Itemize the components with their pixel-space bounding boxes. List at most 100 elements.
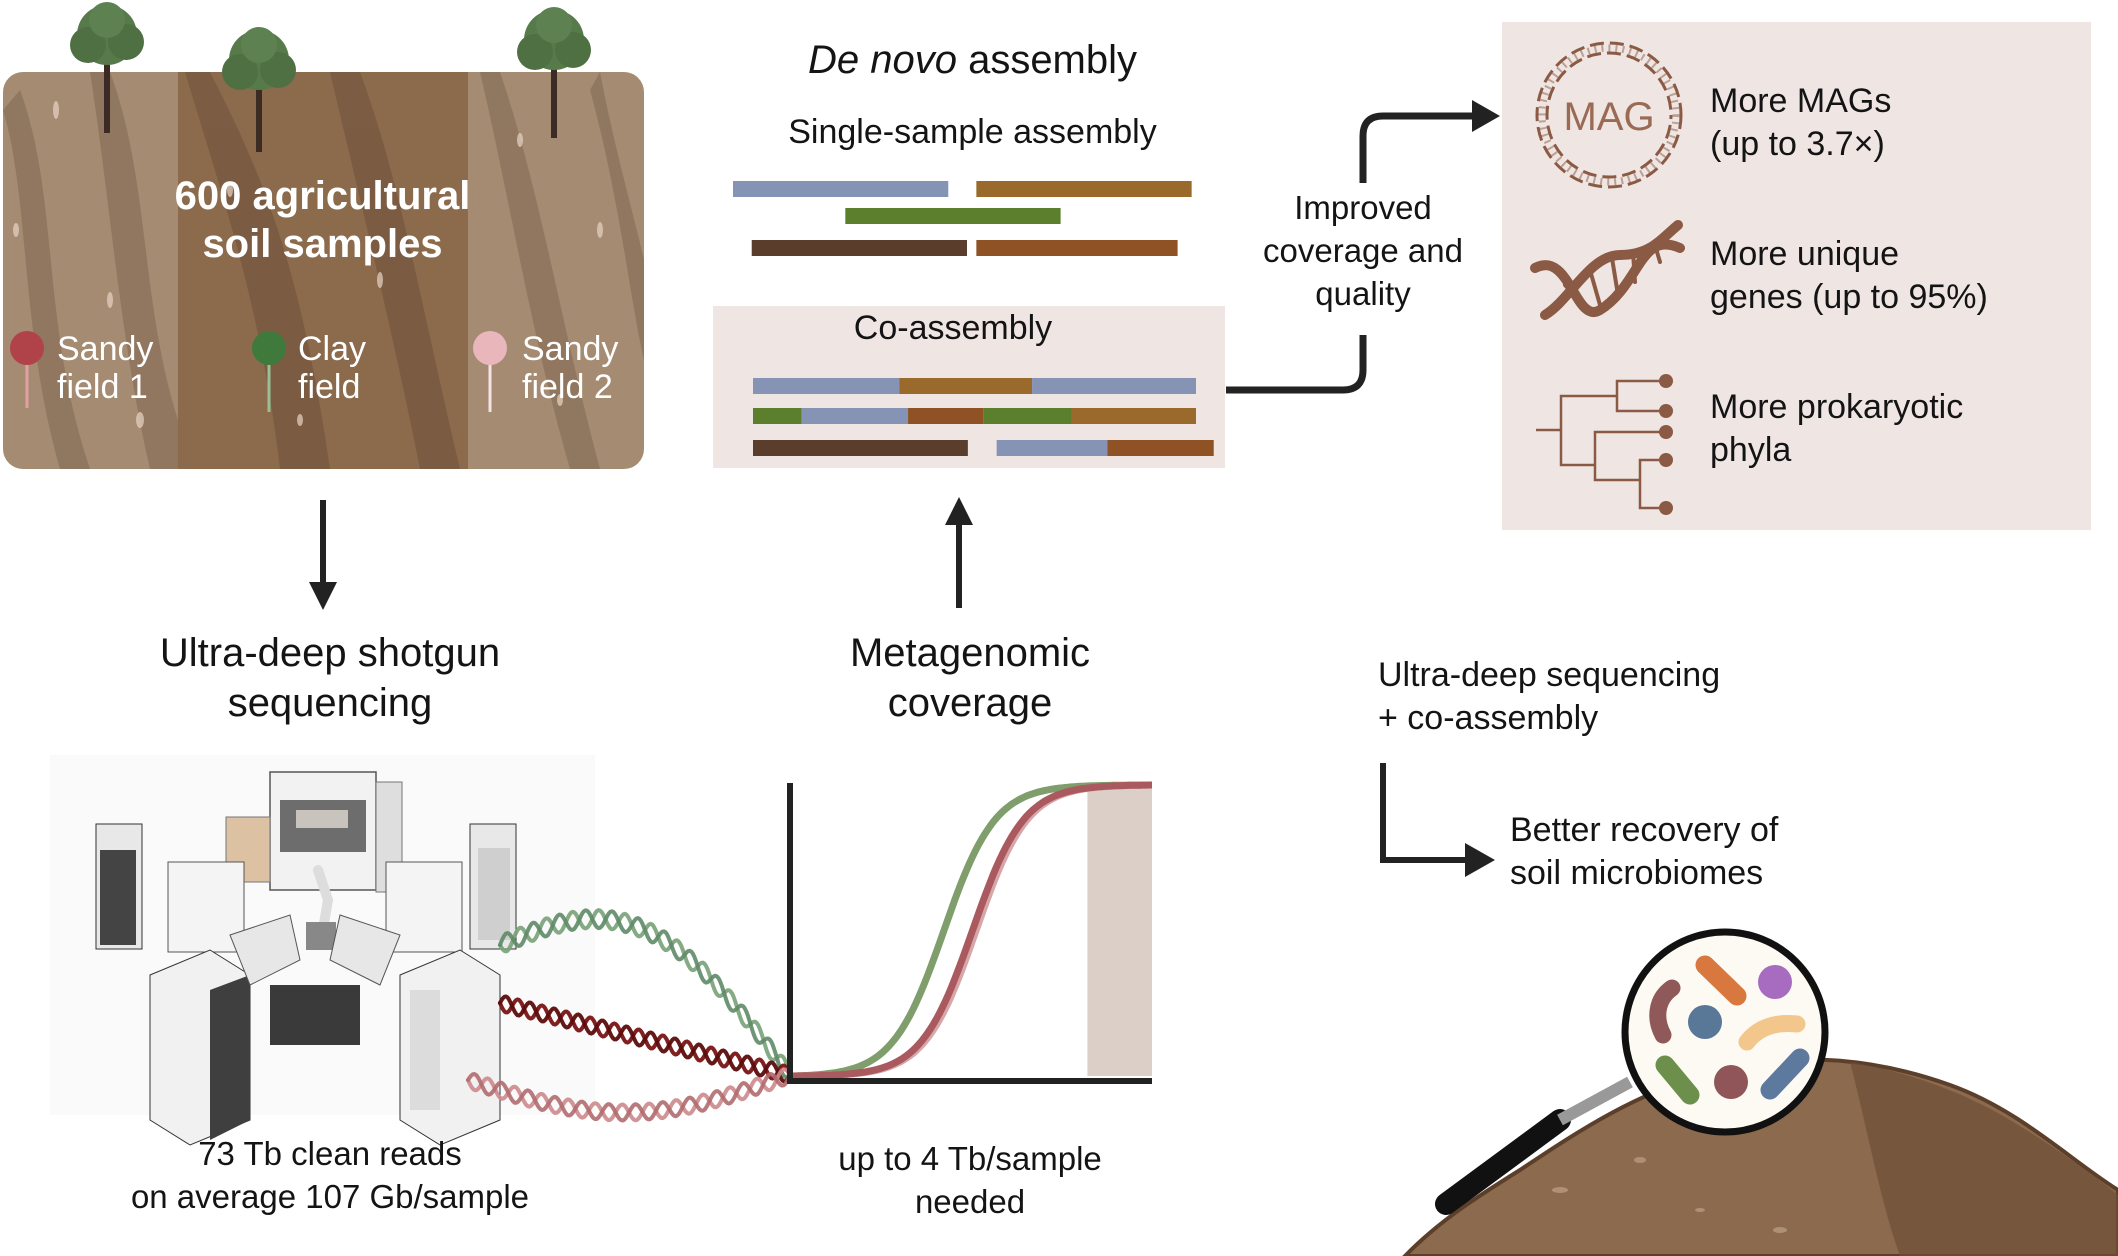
contig-segment-rust [908, 408, 984, 424]
outcome-mags: More MAGs (up to 3.7×) [1710, 80, 1891, 166]
tree-icon [517, 7, 591, 138]
outcome-line-2: genes (up to 95%) [1710, 278, 1988, 316]
assembly-title-rest: assembly [956, 38, 1138, 82]
outcomes-panel [1502, 22, 2091, 530]
coverage-curve-sandy-field-1 [793, 781, 1152, 1080]
contig-segment-blue [1032, 378, 1196, 394]
field-label-line-2: field 1 [57, 368, 148, 406]
coverage-title-line-1: Metagenomic [849, 631, 1091, 675]
coverage-chart [787, 781, 1152, 1084]
outcome-phyla: More prokaryotic phyla [1710, 386, 1963, 472]
arrow-soil-to-sequencing [309, 500, 337, 610]
field-label-line-2: field 2 [522, 368, 613, 406]
map-pin-icon [473, 331, 507, 412]
contig-segment-green [753, 408, 802, 424]
connector-label-line-3: quality [1315, 275, 1411, 312]
coverage-caption: up to 4 Tb/sample needed [790, 1137, 1150, 1223]
contig-segment-rust [1107, 440, 1214, 456]
sequencing-caption: 73 Tb clean reads on average 107 Gb/samp… [60, 1132, 600, 1218]
field-label-clay: Clay field [298, 330, 366, 406]
map-pin-icon [252, 331, 286, 412]
single-sample-contigs [733, 181, 1192, 256]
contig-segment-blue [996, 440, 1108, 456]
contig-segment-blue [753, 378, 900, 394]
microbe-coccus [1688, 1005, 1722, 1039]
contig-segment-darkbrown [751, 240, 967, 256]
field-label-sandy-2: Sandy field 2 [522, 330, 618, 406]
microbe-rod [1655, 1055, 1700, 1105]
contig-segment-blue [801, 408, 909, 424]
contig-segment-ochre [899, 378, 1033, 394]
microbes [1649, 955, 1810, 1105]
field-label-line-2: field [298, 368, 361, 406]
connector-arrow [1226, 112, 1475, 394]
phylogenetic-tree-icon [1536, 374, 1673, 515]
tree-icon [222, 27, 296, 152]
sequencing-title-line-1: Ultra-deep shotgun [159, 631, 501, 675]
dna-helix-icon [1530, 220, 1685, 320]
summary-result: Better recovery of soil microbiomes [1510, 809, 1778, 895]
microbe-vibrio [1649, 979, 1681, 1044]
coverage-title: Metagenomic coverage [790, 628, 1150, 728]
arrow-coverage-to-assembly [945, 497, 973, 608]
soil-panel [3, 2, 644, 469]
outcome-line-2: phyla [1710, 431, 1792, 469]
outcome-genes: More unique genes (up to 95%) [1710, 233, 1988, 319]
circular-genome-icon [1535, 41, 1683, 189]
sequencing-caption-line-2: on average 107 Gb/sample [130, 1178, 530, 1215]
contig-segment-darkbrown [753, 440, 968, 456]
coverage-caption-line-1: up to 4 Tb/sample [838, 1140, 1102, 1177]
summary-line-2: + co-assembly [1378, 699, 1599, 737]
tree-icon [70, 2, 144, 133]
summary-arrow [1380, 763, 1495, 877]
contig-segment-ochre [976, 181, 1192, 197]
chart-saturation-region [1087, 785, 1152, 1076]
sequencing-lab-illustration [50, 755, 595, 1146]
coverage-caption-line-2: needed [914, 1183, 1026, 1220]
summary-line-1: Ultra-deep sequencing [1378, 656, 1721, 694]
assembly-title: De novo assembly [720, 36, 1225, 84]
sequencing-caption-line-1: 73 Tb clean reads [198, 1135, 462, 1172]
soil-title-line-1: 600 agricultural [174, 174, 471, 218]
field-label-line-1: Sandy [57, 330, 154, 368]
contig-segment-ochre [1071, 408, 1196, 424]
soil-column-clay [178, 72, 468, 469]
sequencing-title: Ultra-deep shotgun sequencing [80, 628, 580, 728]
contig-segment-blue [733, 181, 949, 197]
map-pin-icon [10, 331, 44, 408]
soil-title-line-2: soil samples [202, 222, 443, 266]
summary-result-line-1: Better recovery of [1510, 811, 1779, 849]
field-label-sandy-1: Sandy field 1 [57, 330, 153, 406]
microbe-rod [1695, 955, 1747, 1006]
assembly-title-italic: De novo [807, 38, 957, 82]
sequencing-title-line-2: sequencing [227, 681, 433, 725]
summary-result-line-2: soil microbiomes [1510, 854, 1764, 892]
microbe-coccus [1714, 1065, 1748, 1099]
microbe-vibrio [1738, 1015, 1806, 1051]
co-assembly-label: Co-assembly [853, 309, 1053, 347]
magnifying-glass-icon [1435, 928, 1829, 1215]
field-label-line-1: Clay [298, 330, 367, 368]
microbe-rod [1760, 1048, 1810, 1100]
outcome-line-1: More unique [1710, 235, 1900, 273]
field-label-line-1: Sandy [522, 330, 619, 368]
contig-segment-rust [976, 240, 1178, 256]
connector-label-line-2: coverage and [1263, 232, 1463, 269]
soil-pebbles [13, 101, 603, 428]
soil-column-sandy-1 [3, 72, 181, 469]
outcome-line-1: More MAGs [1710, 82, 1892, 120]
outcome-line-2: (up to 3.7×) [1710, 125, 1885, 163]
coverage-title-line-2: coverage [887, 681, 1053, 725]
connector-label: Improved coverage and quality [1240, 186, 1486, 315]
single-sample-label: Single-sample assembly [788, 113, 1157, 151]
co-assembly-contigs [753, 378, 1214, 456]
dna-strands [466, 907, 792, 1123]
mag-icon-text: MAG [1563, 95, 1654, 139]
contig-segment-green [845, 208, 1061, 224]
contig-segment-green [983, 408, 1072, 424]
soil-texture [3, 72, 644, 469]
connector-label-line-1: Improved [1294, 189, 1432, 226]
soil-column-sandy-2 [468, 72, 644, 469]
soil-panel-title: 600 agricultural soil samples [90, 172, 555, 268]
